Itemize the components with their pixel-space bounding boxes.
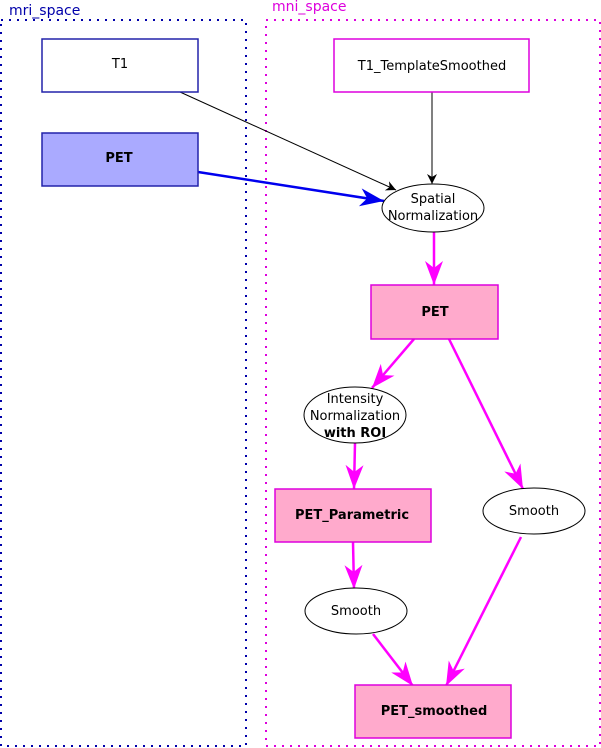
node-pet-parametric[interactable]: PET_Parametric	[274, 488, 432, 543]
edge-smooth-left-to-pet-smoothed	[372, 633, 414, 687]
node-intensity-normalization-line2: Normalization	[310, 409, 400, 424]
node-spatial-normalization-line1: Spatial	[411, 192, 456, 207]
cluster-mni-space: mni_space	[265, 0, 601, 747]
cluster-mni-label: mni_space	[272, 0, 346, 15]
cluster-mri-label: mri_space	[9, 3, 80, 19]
node-t1-label: T1	[111, 57, 128, 72]
node-intensity-normalization-line3: with ROI	[324, 426, 386, 441]
node-pet-mri-label: PET	[105, 151, 132, 166]
node-pet-mni-box	[370, 284, 499, 340]
node-spatial-normalization[interactable]: Spatial Normalization	[381, 183, 485, 233]
node-intensity-normalization-ellipse	[303, 386, 407, 444]
cluster-mni-border	[265, 19, 601, 747]
edge-pet-mni-to-intensity-normalization	[371, 338, 415, 389]
node-pet-mni-label: PET	[421, 305, 448, 320]
node-spatial-normalization-ellipse	[381, 183, 485, 233]
node-t1-template-smoothed[interactable]: T1_TemplateSmoothed	[333, 38, 530, 93]
node-intensity-normalization-line1: Intensity	[327, 392, 384, 407]
cluster-mri-border	[0, 19, 247, 747]
edge-pet-mri-to-spatial-normalization	[197, 170, 385, 207]
node-smooth-left[interactable]: Smooth	[304, 587, 408, 635]
node-t1[interactable]: T1	[41, 38, 199, 93]
node-pet-smoothed-label: PET_smoothed	[381, 704, 488, 719]
node-smooth-right[interactable]: Smooth	[482, 487, 586, 535]
node-t1-box	[41, 38, 199, 93]
node-t1-template-box	[333, 38, 530, 93]
node-pet-smoothed[interactable]: PET_smoothed	[354, 684, 512, 739]
node-smooth-left-label: Smooth	[331, 604, 381, 619]
node-pet-mni[interactable]: PET	[370, 284, 499, 340]
node-pet-mri-box	[41, 132, 199, 187]
node-smooth-right-label: Smooth	[509, 504, 559, 519]
edges	[179, 91, 525, 687]
node-smooth-left-ellipse	[304, 587, 408, 635]
node-pet-parametric-box	[274, 488, 432, 543]
edge-t1-to-spatial-normalization	[179, 91, 397, 191]
edge-pet-mni-to-smooth-right	[447, 338, 525, 490]
node-t1-template-label: T1_TemplateSmoothed	[357, 59, 506, 74]
node-pet-mri[interactable]: PET	[41, 132, 199, 187]
node-spatial-normalization-line2: Normalization	[388, 209, 478, 224]
node-smooth-right-ellipse	[482, 487, 586, 535]
node-intensity-normalization[interactable]: Intensity Normalization with ROI	[303, 386, 407, 444]
node-pet-smoothed-box	[354, 684, 512, 739]
edge-pet-parametric-to-smooth-left	[344, 541, 363, 590]
edge-smooth-right-to-pet-smoothed	[444, 536, 523, 687]
edge-intensity-normalization-to-pet-parametric	[345, 442, 364, 490]
node-pet-parametric-label: PET_Parametric	[295, 508, 409, 523]
cluster-mri-space: mri_space	[0, 3, 247, 747]
